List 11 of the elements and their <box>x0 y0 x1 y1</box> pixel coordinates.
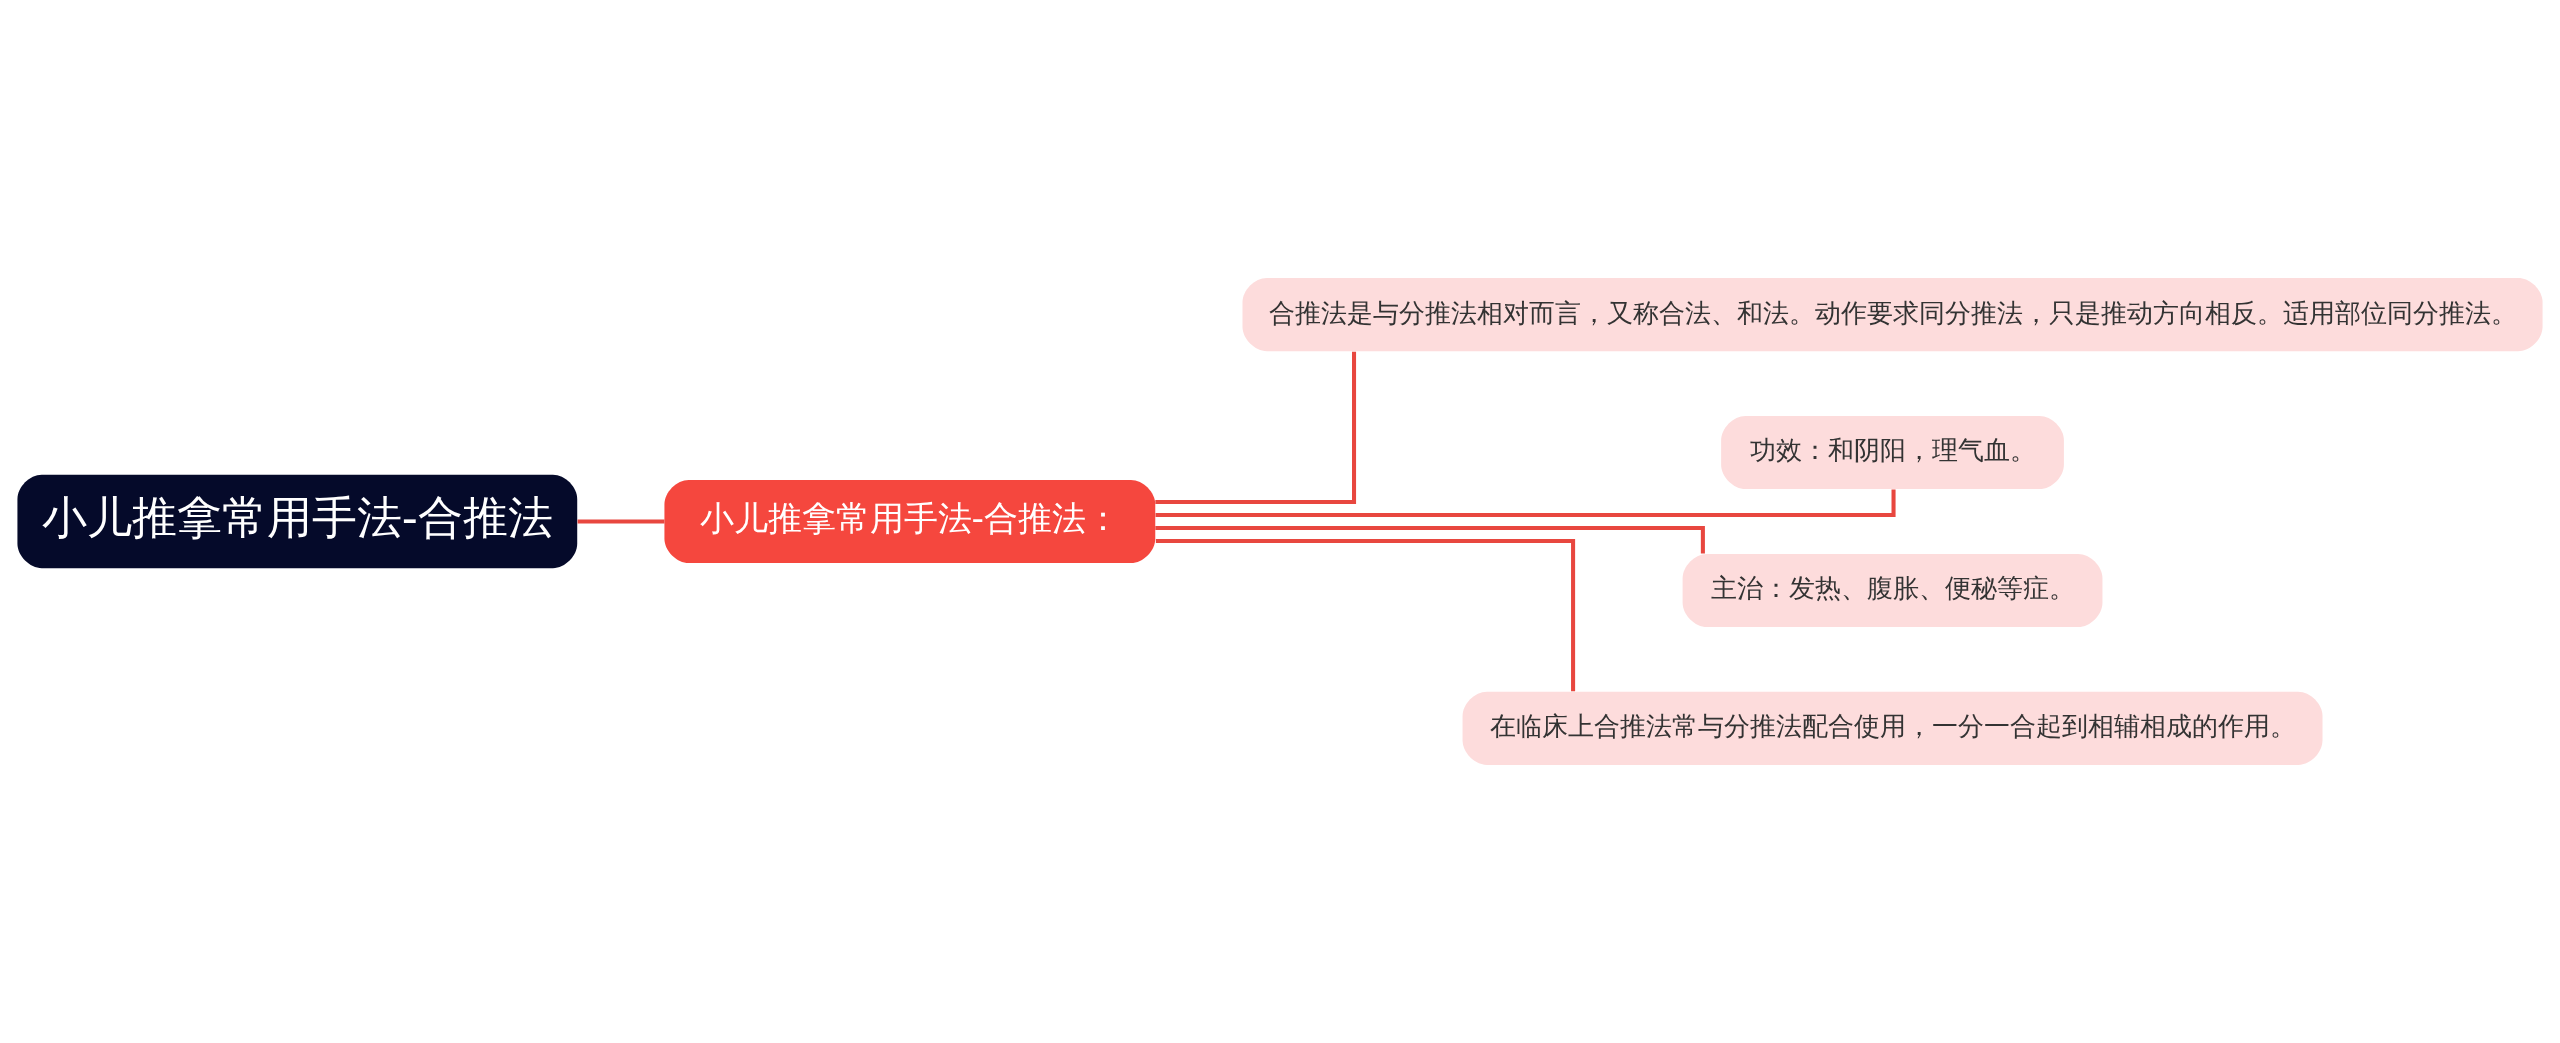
node-box: 合推法是与分推法相对而言，又称合法、和法。动作要求同分推法，只是推动方向相反。适用部位同分推法。 <box>1242 278 2543 352</box>
node-box: 在临床上合推法常与分推法配合使用，一分一合起到相辅相成的作用。 <box>1462 691 2323 765</box>
node-box: 小儿推拿常用手法-合推法 <box>17 474 578 569</box>
node-box: 小儿推拿常用手法-合推法： <box>664 479 1156 564</box>
node-box: 主治：发热、腹胀、便秘等症。 <box>1682 553 2103 627</box>
connector <box>1155 538 1576 692</box>
node-box: 功效：和阴阳，理气血。 <box>1721 416 2064 490</box>
connector <box>1155 489 1896 518</box>
connector <box>577 519 665 524</box>
connector <box>1155 525 1705 554</box>
connector <box>1155 351 1357 505</box>
